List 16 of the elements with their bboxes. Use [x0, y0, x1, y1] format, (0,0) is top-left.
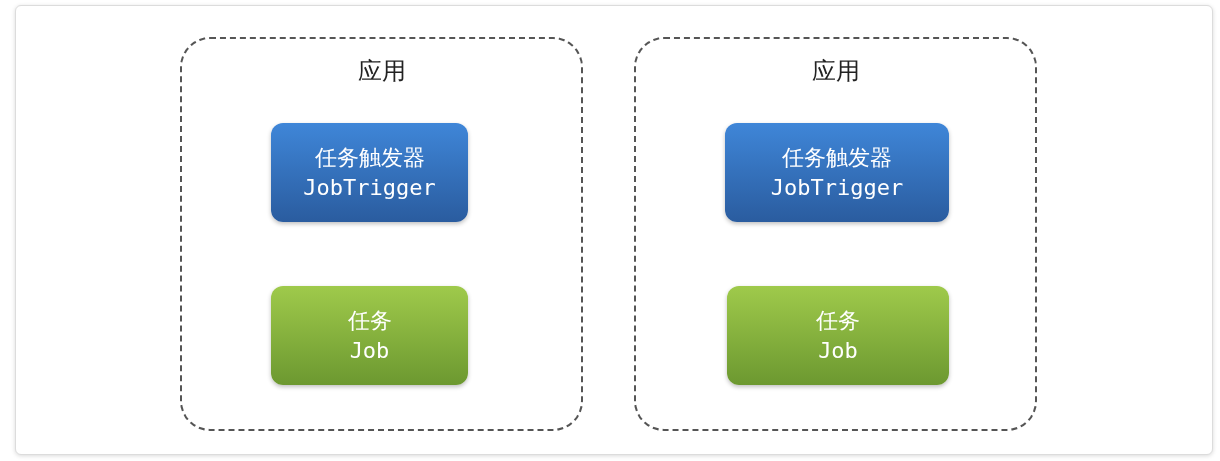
- box-label: JobTrigger: [770, 173, 904, 202]
- box-title: 任务: [816, 306, 860, 335]
- process-box: [271, 123, 468, 222]
- process-box: [271, 286, 468, 385]
- box-title: 任务: [347, 306, 392, 335]
- box-label: Job: [818, 336, 858, 365]
- container-title: 应用: [810, 56, 861, 87]
- box-label: Job: [349, 336, 390, 365]
- dashed-container: [634, 37, 1037, 431]
- process-box: [725, 123, 949, 222]
- process-box: [727, 286, 949, 385]
- box-label: JobTrigger: [303, 173, 436, 202]
- dashed-container: [180, 37, 583, 431]
- container-title: 应用: [356, 56, 407, 87]
- box-title: 任务触发器: [782, 143, 892, 172]
- box-title: 任务触发器: [314, 143, 425, 172]
